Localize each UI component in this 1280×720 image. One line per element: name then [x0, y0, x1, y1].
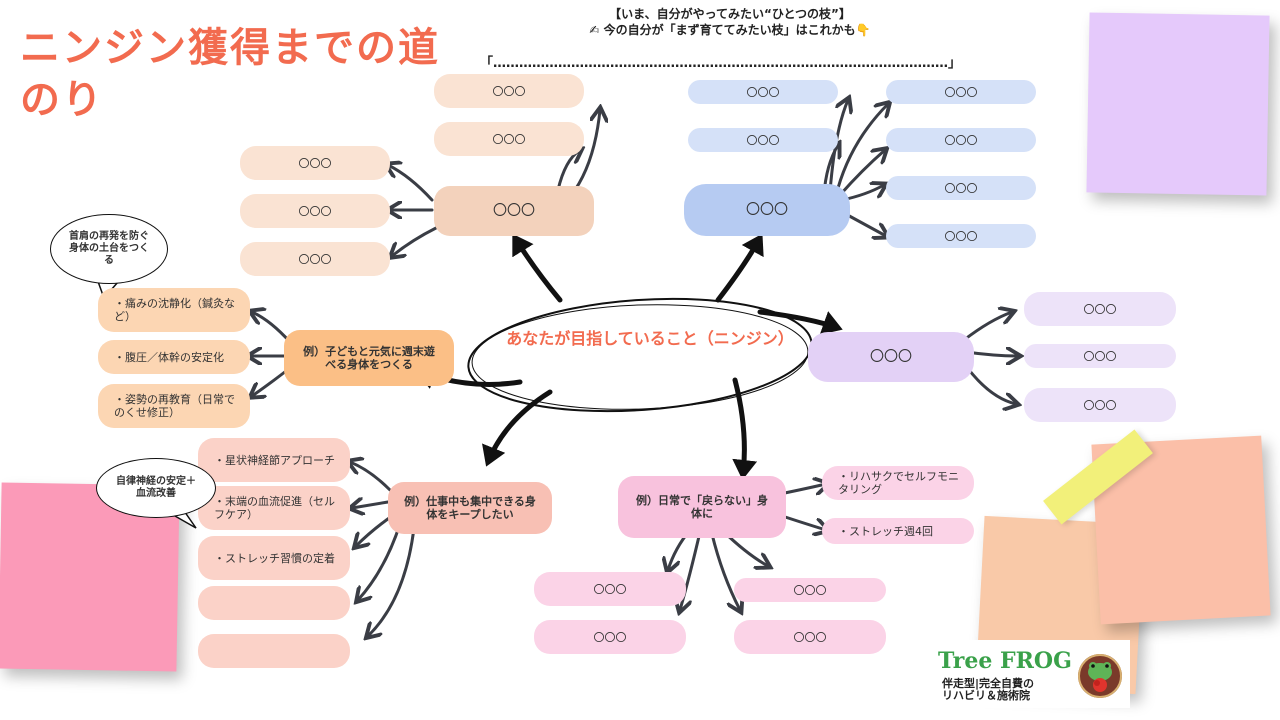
lavender-sub-node: 〇〇〇: [1024, 292, 1176, 326]
lavender-main-node: 〇〇〇: [808, 332, 974, 382]
salmon-sub-node: [198, 586, 350, 620]
blue-sub-node: 〇〇〇: [688, 80, 838, 104]
brand-tagline: 伴走型|完全自費の リハビリ＆施術院: [942, 678, 1034, 702]
blue-sub-node: 〇〇〇: [886, 80, 1036, 104]
peach-main-node: 〇〇〇: [434, 186, 594, 236]
blue-sub-node: 〇〇〇: [886, 176, 1036, 200]
blue-main-node: 〇〇〇: [684, 184, 850, 236]
pink-main-node: 例）日常で「戻らない」身体に: [618, 476, 786, 538]
page-title: ニンジン獲得までの道のり: [20, 25, 440, 123]
salmon-sub-node: ・末端の血流促進（セルフケア）: [198, 486, 350, 530]
orange-main-node: 例）子どもと元気に週末遊べる身体をつくる: [284, 330, 454, 386]
salmon-sub-node: ・星状神経節アプローチ: [198, 438, 350, 482]
brand-tagline-line-1: 伴走型|完全自費の: [942, 677, 1035, 690]
orange-sub-node: ・腹圧／体幹の安定化: [98, 340, 250, 374]
lavender-sub-node: 〇〇〇: [1024, 388, 1176, 422]
lavender-sub-node: 〇〇〇: [1024, 344, 1176, 368]
orange-speech-bubble: 首肩の再発を防ぐ身体の土台をつくる: [50, 214, 168, 284]
pink-sub-node: 〇〇〇: [734, 620, 886, 654]
pink-sub-node: 〇〇〇: [534, 620, 686, 654]
orange-sub-node: ・痛みの沈静化（鍼灸など）: [98, 288, 250, 332]
brand-logo: Tree FROG 伴走型|完全自費の リハビリ＆施術院: [930, 640, 1130, 708]
prompt-line-2: ✍ 今の自分が「まず育ててみたい枝」はこれかも👇: [589, 23, 871, 37]
peach-sub-node: 〇〇〇: [434, 122, 584, 156]
pink-sub-node: ・ストレッチ週4回: [822, 518, 974, 544]
peach-sub-node: 〇〇〇: [240, 242, 390, 276]
answer-blank-line: 「……………………………………………………………………………………………」: [480, 56, 961, 71]
pink-sub-node: ・リハサクでセルフモニタリング: [822, 466, 974, 500]
brand-name: Tree FROG: [938, 648, 1072, 674]
peach-sub-node: 〇〇〇: [240, 146, 390, 180]
prompt-header: 【いま、自分がやってみたい“ひとつの枝”】 ✍ 今の自分が「まず育ててみたい枝」…: [470, 6, 990, 38]
peach-sub-node: 〇〇〇: [434, 74, 584, 108]
salmon-sub-node: ・ストレッチ習慣の定着: [198, 536, 350, 580]
salmon-main-node: 例）仕事中も集中できる身体をキープしたい: [388, 482, 552, 534]
blue-sub-node: 〇〇〇: [886, 128, 1036, 152]
pink-sub-node: 〇〇〇: [534, 572, 686, 606]
pink-sub-node: 〇〇〇: [734, 578, 886, 602]
orange-sub-node: ・姿勢の再教育（日常でのくせ修正）: [98, 384, 250, 428]
frog-mascot-icon: [1078, 654, 1122, 698]
salmon-speech-bubble: 自律神経の安定＋血流改善: [96, 458, 216, 518]
center-goal-label: あなたが目指していること（ニンジン）: [506, 329, 794, 348]
blue-sub-node: 〇〇〇: [688, 128, 838, 152]
brand-tagline-line-2: リハビリ＆施術院: [942, 689, 1030, 702]
blue-sub-node: 〇〇〇: [886, 224, 1036, 248]
salmon-sub-node: [198, 634, 350, 668]
prompt-line-1: 【いま、自分がやってみたい“ひとつの枝”】: [609, 7, 851, 21]
peach-sub-node: 〇〇〇: [240, 194, 390, 228]
